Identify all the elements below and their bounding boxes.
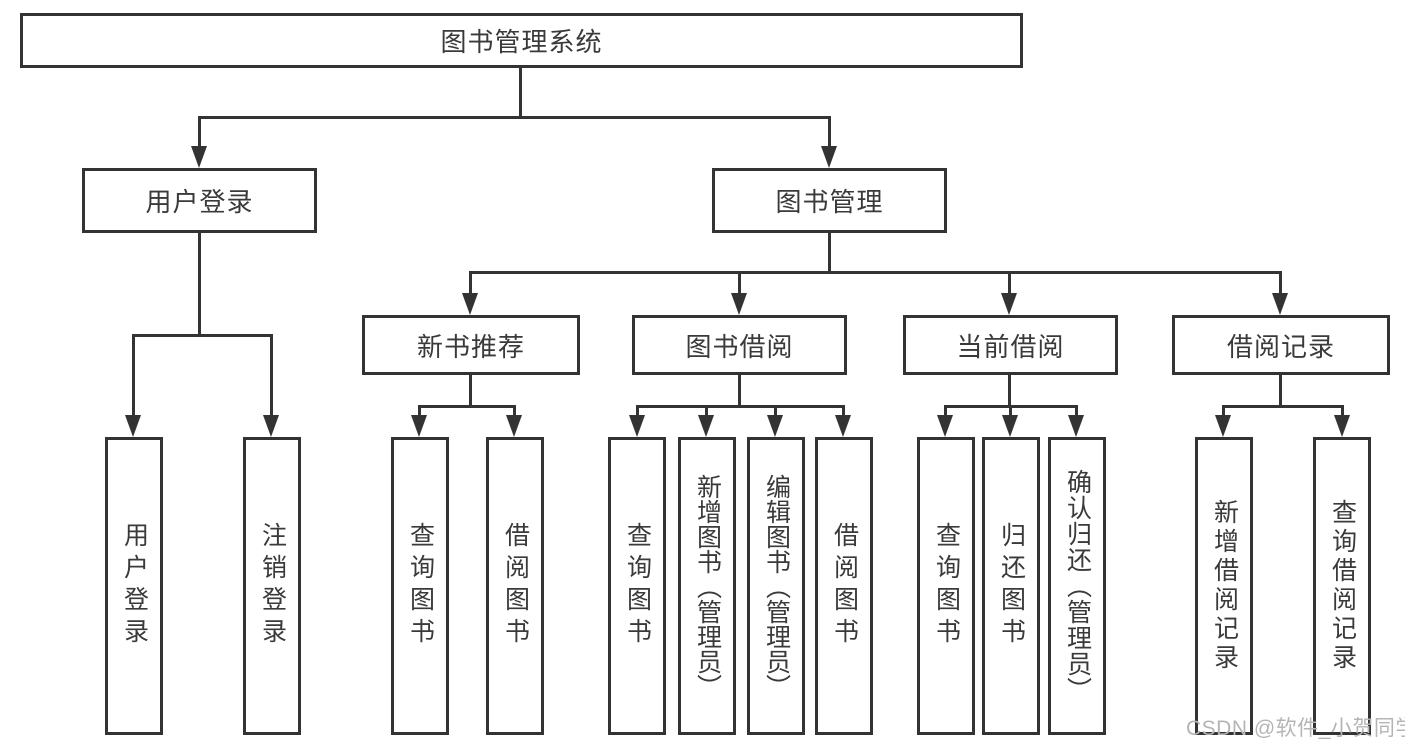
arrow-to-new-book-rec — [462, 293, 478, 315]
node-root-library-management-system: 图书管理系统 — [20, 13, 1023, 68]
arrow-to-leaf-logout — [263, 415, 279, 437]
node-user-login: 用户登录 — [82, 168, 317, 233]
arrow-to-bb-edit — [767, 415, 783, 437]
leaf-cb-query-book: 查询图书 — [917, 437, 975, 735]
arrow-to-bb-query — [629, 415, 645, 437]
connector-to-borrow-record-stem — [1279, 271, 1282, 295]
connector-book-mgmt-bar — [469, 271, 1282, 274]
connector-new-book-rec-stem — [469, 375, 472, 408]
leaf-nb-borrow-book-label: 借阅图书 — [501, 522, 530, 650]
connector-to-book-mgmt-stem — [828, 116, 831, 148]
connector-to-br-add-stem — [1222, 405, 1225, 419]
connector-to-cb-query-stem — [944, 405, 947, 419]
connector-book-mgmt-stem — [828, 233, 831, 273]
connector-to-nb-query-stem — [418, 405, 421, 419]
connector-to-cb-confirm-stem — [1075, 405, 1078, 419]
node-book-borrow: 图书借阅 — [632, 315, 847, 375]
connector-user-login-stem — [198, 233, 201, 337]
connector-book-borrow-bar — [636, 405, 844, 408]
connector-borrow-record-stem — [1279, 375, 1282, 408]
arrow-to-cb-return — [1002, 415, 1018, 437]
connector-to-nb-borrow-stem — [513, 405, 516, 419]
leaf-bb-query-book-label: 查询图书 — [623, 522, 652, 650]
connector-to-bb-edit-stem — [774, 405, 777, 419]
leaf-cb-query-book-label: 查询图书 — [932, 522, 961, 650]
arrow-to-borrow-record — [1272, 293, 1288, 315]
csdn-watermark: CSDN @软件_小贺同学 — [1186, 717, 1405, 740]
connector-to-new-book-rec-stem — [469, 271, 472, 295]
connector-to-cb-return-stem — [1009, 405, 1012, 419]
node-current-borrow: 当前借阅 — [903, 315, 1118, 375]
connector-user-login-bar — [132, 334, 273, 337]
connector-to-leaf-login-stem — [132, 334, 135, 417]
node-new-book-recommend: 新书推荐 — [362, 315, 580, 375]
leaf-br-query-record-label: 查询借阅记录 — [1328, 499, 1357, 673]
leaf-user-login-label: 用户登录 — [120, 522, 149, 650]
arrow-to-cb-confirm — [1068, 415, 1084, 437]
leaf-cb-return-book-label: 归还图书 — [997, 522, 1026, 650]
connector-book-borrow-stem — [738, 375, 741, 408]
leaf-br-query-record: 查询借阅记录 — [1313, 437, 1371, 735]
connector-root-bar — [198, 116, 831, 119]
arrow-to-br-add — [1215, 415, 1231, 437]
arrow-to-user-login — [191, 146, 207, 168]
leaf-user-login: 用户登录 — [105, 437, 163, 735]
arrow-to-bb-add — [698, 415, 714, 437]
arrow-to-bb-borrow — [835, 415, 851, 437]
connector-to-bb-query-stem — [636, 405, 639, 419]
node-book-management: 图书管理 — [712, 168, 947, 233]
connector-current-borrow-stem — [1008, 375, 1011, 408]
node-borrow-record: 借阅记录 — [1172, 315, 1390, 375]
connector-to-current-borrow-stem — [1008, 271, 1011, 295]
leaf-bb-edit-book-admin-label: 编辑图书（管理员） — [762, 473, 791, 699]
arrow-to-nb-borrow — [506, 415, 522, 437]
arrow-to-br-query — [1334, 415, 1350, 437]
leaf-cb-return-book: 归还图书 — [982, 437, 1040, 735]
leaf-bb-add-book-admin: 新增图书（管理员） — [678, 437, 736, 735]
connector-new-book-rec-bar — [418, 405, 516, 408]
leaf-cb-confirm-return-admin: 确认归还（管理员） — [1048, 437, 1106, 735]
arrow-to-cb-query — [937, 415, 953, 437]
connector-to-br-query-stem — [1341, 405, 1344, 419]
connector-borrow-record-bar — [1222, 405, 1343, 408]
connector-to-bb-borrow-stem — [842, 405, 845, 419]
leaf-nb-borrow-book: 借阅图书 — [486, 437, 544, 735]
leaf-bb-borrow-book-label: 借阅图书 — [830, 522, 859, 650]
connector-root-stem — [519, 68, 522, 118]
leaf-bb-query-book: 查询图书 — [608, 437, 666, 735]
connector-to-leaf-logout-stem — [270, 334, 273, 417]
arrow-to-current-borrow — [1001, 293, 1017, 315]
leaf-bb-add-book-admin-label: 新增图书（管理员） — [693, 473, 722, 699]
arrow-to-book-borrow — [731, 293, 747, 315]
leaf-logout-label: 注销登录 — [258, 522, 287, 650]
arrow-to-nb-query — [411, 415, 427, 437]
leaf-br-add-record-label: 新增借阅记录 — [1210, 499, 1239, 673]
leaf-br-add-record: 新增借阅记录 — [1195, 437, 1253, 735]
arrow-to-book-mgmt — [821, 146, 837, 168]
leaf-nb-query-book: 查询图书 — [391, 437, 449, 735]
leaf-bb-edit-book-admin: 编辑图书（管理员） — [747, 437, 805, 735]
arrow-to-leaf-login — [125, 415, 141, 437]
leaf-nb-query-book-label: 查询图书 — [406, 522, 435, 650]
connector-to-bb-add-stem — [705, 405, 708, 419]
connector-to-user-login-stem — [198, 116, 201, 148]
leaf-logout: 注销登录 — [243, 437, 301, 735]
leaf-bb-borrow-book: 借阅图书 — [815, 437, 873, 735]
leaf-cb-confirm-return-admin-label: 确认归还（管理员） — [1063, 469, 1092, 703]
connector-to-book-borrow-stem — [738, 271, 741, 295]
